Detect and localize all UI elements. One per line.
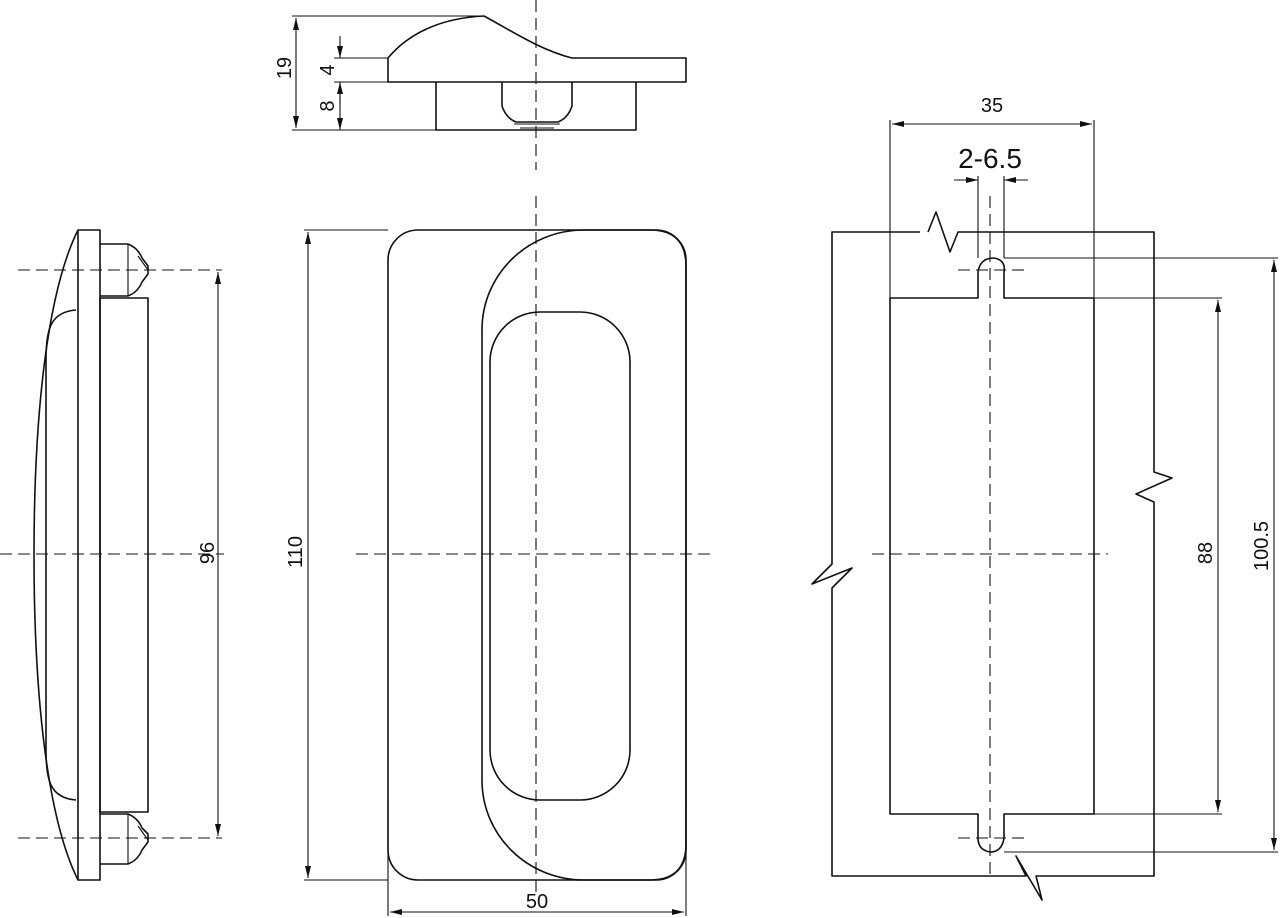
dim-total-width: 50 [526,891,548,913]
side-view [0,229,224,881]
dim-cutout-inner: 88 [1195,542,1217,564]
cutout-view [811,120,1278,901]
dim-side-lip: 4 [317,64,339,75]
dim-cutout-width: 35 [981,95,1003,117]
dim-cutout-outer: 100.5 [1251,521,1273,571]
dim-mount-holes: 2-6.5 [958,143,1022,174]
dim-total-height: 110 [285,536,307,568]
dim-hole-pitch: 96 [197,542,219,564]
dim-side-height: 19 [274,57,296,79]
front-view [304,196,716,916]
top-profile-view [292,0,687,170]
dim-side-body: 8 [317,100,339,111]
